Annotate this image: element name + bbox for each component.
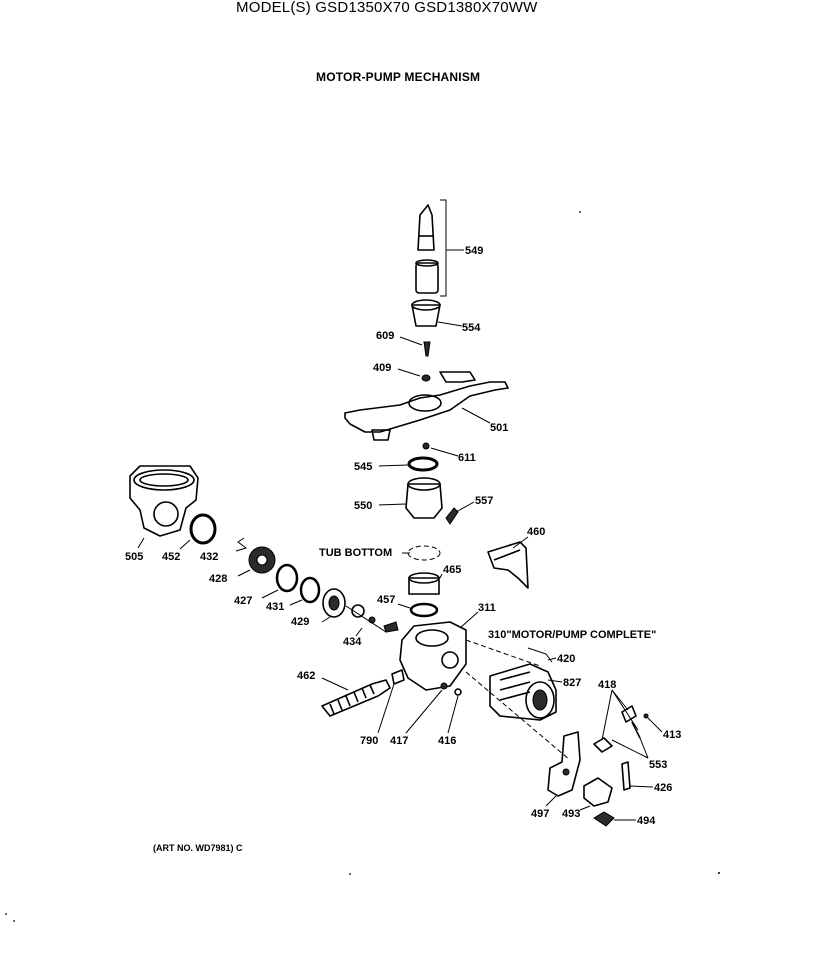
model-title: MODEL(S) GSD1350X70 GSD1380X70WW — [236, 0, 538, 16]
part-465-coupling[interactable] — [408, 572, 443, 595]
label-550: 550 — [354, 500, 372, 512]
label-418: 418 — [598, 679, 616, 691]
label-497: 497 — [531, 808, 549, 820]
part-434-nut[interactable] — [345, 604, 399, 637]
label-tub-bottom: TUB BOTTOM — [319, 547, 392, 559]
label-428: 428 — [209, 573, 227, 585]
assembly-dashed-line-2 — [465, 671, 571, 761]
label-557: 557 — [475, 495, 493, 507]
label-452: 452 — [162, 551, 180, 563]
part-501-lower-spray-arm[interactable] — [344, 371, 509, 441]
part-409-washer[interactable] — [397, 368, 431, 382]
part-428-chopper-blade[interactable] — [237, 546, 276, 577]
label-427: 427 — [234, 595, 252, 607]
art-number: (ART NO. WD7981) C — [153, 843, 243, 853]
label-409: 409 — [373, 362, 391, 374]
tub-bottom-reference — [402, 545, 441, 561]
part-457-seal[interactable] — [397, 602, 439, 618]
label-554: 554 — [462, 322, 481, 334]
label-413: 413 — [663, 729, 681, 741]
scan-speck — [718, 872, 720, 874]
part-550-pump-housing[interactable] — [378, 477, 443, 519]
scan-speck — [13, 920, 15, 922]
part-611-washer[interactable] — [422, 442, 459, 457]
part-431-gasket[interactable] — [289, 576, 321, 606]
part-420-wire[interactable] — [527, 647, 557, 663]
label-465: 465 — [443, 564, 461, 576]
assembly-subtitle: MOTOR-PUMP MECHANISM — [316, 70, 481, 84]
part-609-screw[interactable] — [399, 336, 431, 357]
part-motor[interactable] — [489, 663, 557, 721]
label-494: 494 — [637, 815, 656, 827]
label-501: 501 — [490, 422, 508, 434]
part-460-shroud[interactable] — [487, 536, 529, 589]
label-431: 431 — [266, 601, 284, 613]
label-493: 493 — [562, 808, 580, 820]
part-418-bracket[interactable] — [593, 689, 641, 753]
part-545-seal-ring[interactable] — [378, 456, 439, 472]
label-434: 434 — [343, 636, 362, 648]
scan-speck — [579, 211, 581, 213]
part-417-washer[interactable] — [405, 682, 448, 734]
label-432: 432 — [200, 551, 218, 563]
label-420: 420 — [557, 653, 575, 665]
part-553-leads[interactable] — [611, 737, 649, 759]
label-417: 417 — [390, 735, 408, 747]
label-827: 827 — [563, 677, 581, 689]
label-609: 609 — [376, 330, 394, 342]
scan-speck — [349, 873, 351, 875]
label-429: 429 — [291, 616, 309, 628]
part-416-washer[interactable] — [447, 688, 462, 734]
part-426-pin[interactable] — [621, 761, 654, 791]
label-426: 426 — [654, 782, 672, 794]
part-429-impeller[interactable] — [321, 588, 346, 623]
part-827[interactable] — [547, 679, 563, 683]
part-557-clip[interactable] — [445, 501, 475, 525]
label-549: 549 — [465, 245, 483, 257]
label-416: 416 — [438, 735, 456, 747]
part-427-ring[interactable] — [261, 563, 299, 599]
part-554-tower-nut[interactable] — [411, 299, 463, 327]
label-505: 505 — [125, 551, 143, 563]
label-460: 460 — [527, 526, 545, 538]
label-462: 462 — [297, 670, 315, 682]
part-505-drain-housing[interactable] — [129, 465, 199, 549]
label-motor-pump-complete: 310"MOTOR/PUMP COMPLETE" — [488, 629, 656, 641]
label-311: 311 — [478, 602, 496, 614]
label-790: 790 — [360, 735, 378, 747]
part-494-clip[interactable] — [593, 811, 636, 827]
part-493-grommet[interactable] — [579, 777, 613, 811]
assembly-dashed-line-1 — [465, 639, 541, 667]
part-790-clamp[interactable] — [377, 669, 405, 734]
label-545: 545 — [354, 461, 372, 473]
part-413-screw[interactable] — [643, 713, 663, 733]
part-462-hose[interactable] — [321, 677, 391, 717]
part-432-spring-wire[interactable] — [235, 537, 248, 552]
part-497-mount[interactable] — [545, 731, 581, 807]
part-452-clamp[interactable] — [179, 513, 217, 550]
part-549-spray-tower[interactable] — [415, 199, 464, 297]
part-311-pump-base[interactable] — [399, 611, 479, 691]
label-611: 611 — [458, 452, 476, 464]
label-553: 553 — [649, 759, 667, 771]
scan-speck — [5, 913, 7, 915]
label-457: 457 — [377, 594, 395, 606]
